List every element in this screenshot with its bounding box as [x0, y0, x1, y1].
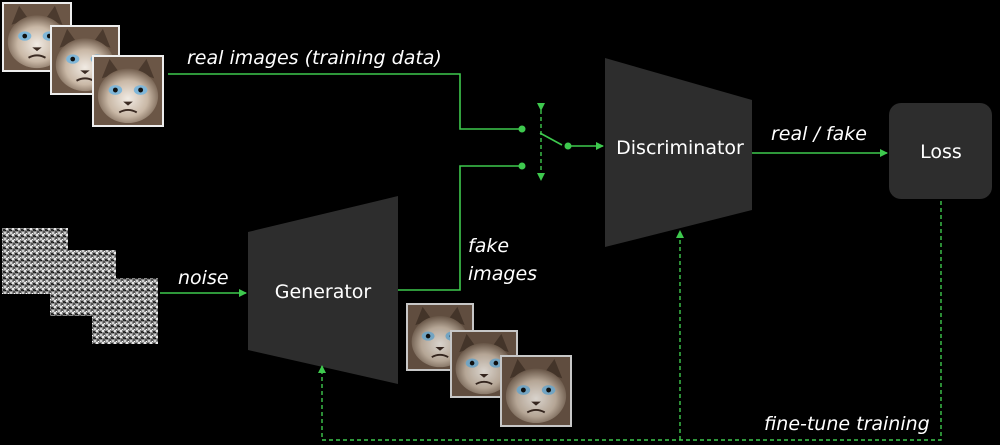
generated-cat-image — [502, 357, 570, 425]
real-images-label: real images (training data) — [187, 47, 442, 69]
real-images-line — [168, 73, 522, 130]
real-fake-label: real / fake — [771, 123, 867, 145]
loss-label: Loss — [920, 141, 962, 163]
noise-tile — [92, 278, 158, 344]
real-cat-photo — [94, 57, 162, 125]
discriminator-block — [605, 58, 752, 247]
switch-input-fake-dot — [518, 162, 526, 170]
loss-block — [889, 103, 992, 199]
fake-images-label-line2: images — [468, 263, 537, 285]
generator-label: Generator — [275, 281, 372, 303]
noise-label: noise — [178, 267, 229, 289]
fake-images-line — [398, 165, 522, 291]
fake-cat-images — [406, 303, 572, 427]
real-cat-images — [2, 2, 164, 127]
switch-input-real-dot — [518, 125, 526, 133]
switch-arm — [539, 132, 563, 146]
fine-tune-label: fine-tune training — [764, 413, 930, 435]
generator-block — [248, 196, 398, 384]
fake-images-label-line1: fake — [468, 235, 509, 257]
discriminator-label: Discriminator — [616, 137, 744, 159]
noise-images — [2, 228, 158, 344]
fine-tune-feedback-line — [318, 201, 942, 441]
